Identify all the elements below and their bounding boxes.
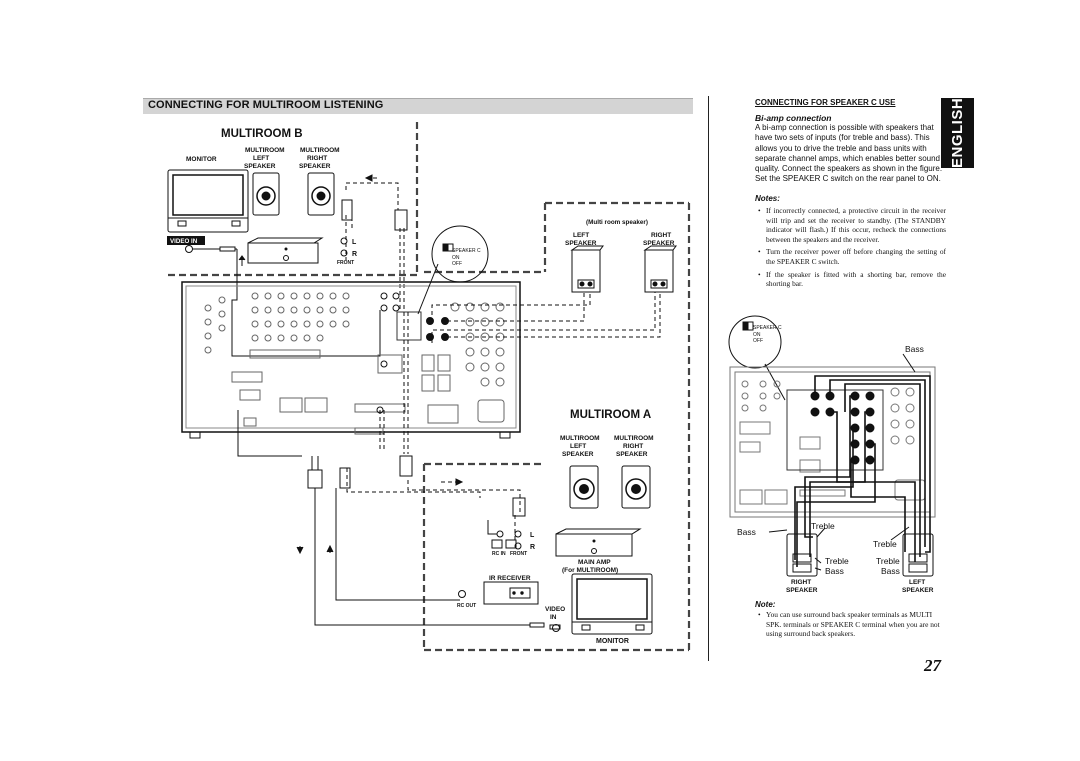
treble-right-top-label: Treble [873,539,897,549]
bi-switch-off: OFF [753,338,763,344]
a-right-speaker-line3: SPEAKER [616,451,648,458]
note-heading: Note: [755,600,776,609]
multi-room-speaker-caption: (Multi room speaker) [586,219,648,226]
multiroom-b-left-speaker [252,172,280,216]
bi-amp-left-speaker [902,533,934,577]
bass-right-speaker-label: Bass [825,566,844,576]
rc-out-label: RC OUT [457,603,476,609]
bi-left-speaker-line2: SPEAKER [902,587,934,594]
multiroom-wiring-diagram: MULTIROOM B MULTIROOM LEFT SPEAKER MULTI… [167,122,691,652]
a-front-label: FRONT [510,551,527,557]
section-title: CONNECTING FOR MULTIROOM LISTENING [148,99,384,111]
mr-left-line1: LEFT [573,232,589,239]
mr-left-line2: SPEAKER [565,240,597,247]
monitor-b [167,169,249,233]
notes-heading: Notes: [755,194,780,203]
note-item: Turn the receiver power off before chang… [758,247,946,266]
bi-amp-subheading: Bi-amp connection [755,113,832,123]
a-ch-l: L [530,532,535,539]
mr-right-line2: SPEAKER [643,240,675,247]
bass-left-speaker-label: Bass [881,566,900,576]
treble-right-speaker-label: Treble [825,556,849,566]
note-text: You can use surround back speaker termin… [758,610,946,639]
mr-right-line1: RIGHT [651,232,671,239]
multiroom-a-heading: MULTIROOM A [570,409,651,421]
b-left-speaker-line1: MULTIROOM [245,147,285,154]
b-ch-r: R [352,251,357,258]
ir-receiver-label: IR RECEIVER [489,575,531,582]
b-right-speaker-line2: RIGHT [307,155,327,162]
bi-switch-on: ON [753,332,761,338]
speaker-c-switch-callout [417,225,489,315]
a-monitor-label: MONITOR [596,638,629,645]
multi-room-right-speaker [643,245,677,293]
b-ch-l: L [352,239,357,246]
a-ch-r: R [530,544,535,551]
bi-left-speaker-line1: LEFT [909,579,925,586]
b-right-speaker-line1: MULTIROOM [300,147,340,154]
language-tab [941,98,974,168]
bi-amp-right-speaker [786,533,818,577]
monitor-a [549,573,653,635]
a-right-speaker-line2: RIGHT [623,443,643,450]
note-item: If incorrectly connected, a protective c… [758,206,946,244]
switch-on: ON [452,255,460,261]
section-header-bar [143,98,693,114]
switch-off: OFF [452,261,462,267]
main-amp-line1: MAIN AMP [578,559,611,566]
note-item: If the speaker is fitted with a shorting… [758,270,946,289]
bi-right-speaker-line1: RIGHT [791,579,811,586]
a-rc-in-label: RC IN [492,551,506,557]
multi-room-left-speaker [570,245,604,293]
bi-amp-paragraph: A bi-amp connection is possible with spe… [755,123,943,184]
multiroom-b-amp [247,237,324,264]
b-right-speaker-line3: SPEAKER [299,163,331,170]
b-left-speaker-line3: SPEAKER [244,163,276,170]
page-number: 27 [924,656,941,675]
main-amp-line2: (For MULTIROOM) [562,567,618,574]
bass-top-label: Bass [905,344,924,354]
notes-list: If incorrectly connected, a protective c… [758,206,946,292]
a-video-in-line1: VIDEO [545,606,565,613]
multiroom-b-right-speaker [307,172,335,216]
a-left-speaker-line1: MULTIROOM [560,435,600,442]
main-amp [555,528,642,557]
bass-left-label: Bass [737,527,756,537]
a-right-speaker-line1: MULTIROOM [614,435,654,442]
b-monitor-label: MONITOR [186,156,217,163]
a-left-speaker-line2: LEFT [570,443,586,450]
b-video-in-label: VIDEO IN [170,238,198,245]
column-divider [708,96,709,661]
a-left-speaker-line3: SPEAKER [562,451,594,458]
multiroom-a-right-speaker [621,465,651,509]
bi-switch-name: SPEAKER C [753,325,782,331]
ir-receiver [458,581,539,605]
bi-right-speaker-line2: SPEAKER [786,587,818,594]
treble-mid-label: Treble [811,521,835,531]
receiver-rear-panel [181,281,521,439]
multiroom-a-left-speaker [569,465,599,509]
multiroom-b-heading: MULTIROOM B [221,128,303,140]
speaker-c-heading: CONNECTING FOR SPEAKER C USE [755,98,896,107]
switch-name: SPEAKER C [452,248,481,254]
bi-amp-diagram: SPEAKER C ON OFF Bass Bass Treble Treble… [728,315,936,594]
b-front-label: FRONT [337,260,354,266]
b-left-speaker-line2: LEFT [253,155,269,162]
treble-left-speaker-label: Treble [876,556,900,566]
a-video-in-line2: IN [550,614,557,621]
